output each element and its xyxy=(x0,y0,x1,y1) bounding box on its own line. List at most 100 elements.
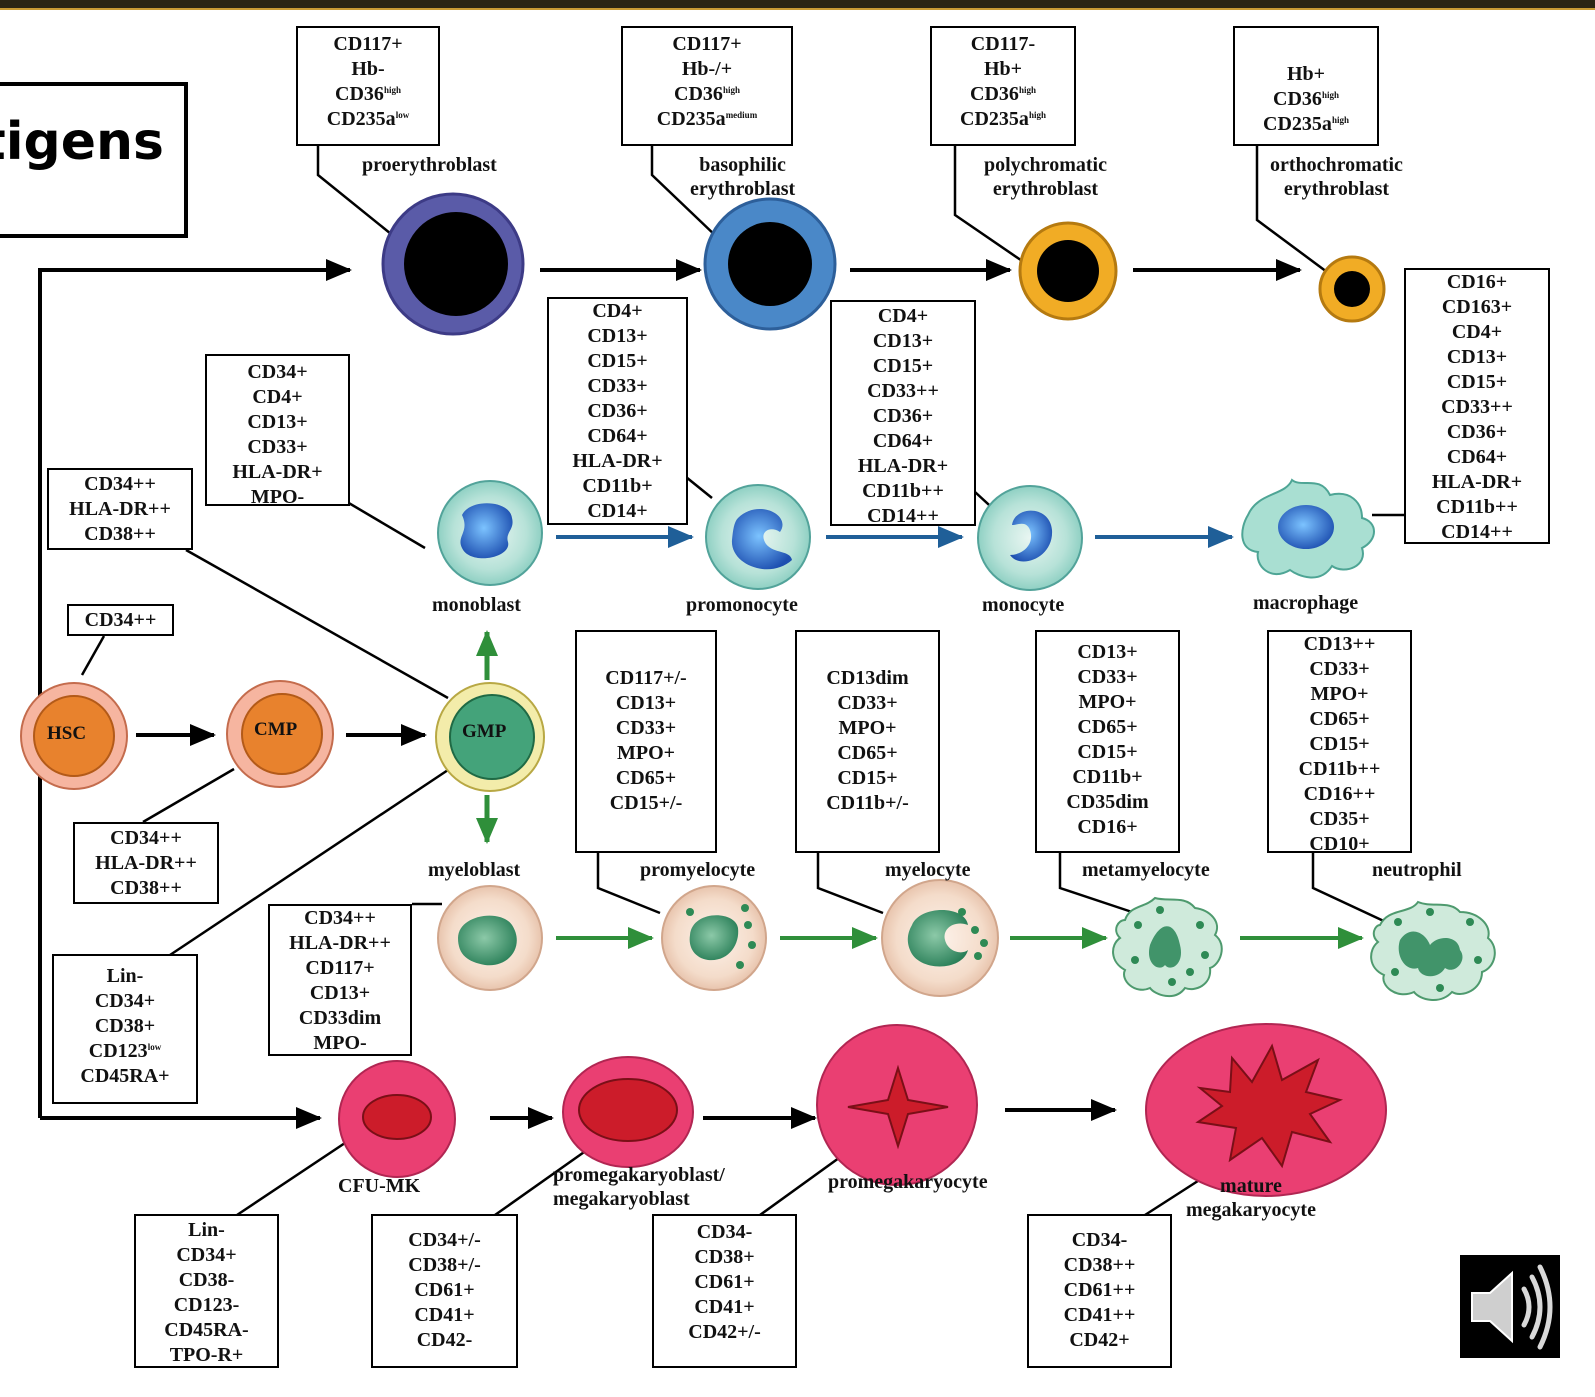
cell-label-line: erythroblast xyxy=(1283,178,1390,200)
marker-line: CD34+ xyxy=(176,1244,237,1266)
markers-macrophage: CD16+CD163+CD4+CD13+CD15+CD33++CD36+CD64… xyxy=(1404,268,1550,544)
marker-line: CD36+ xyxy=(1446,421,1508,443)
marker-line: Hb+ xyxy=(1286,63,1326,85)
marker-line: CD15+ xyxy=(1077,741,1138,763)
marker-line: HLA-DR+ xyxy=(232,461,323,483)
marker-line: CD13+ xyxy=(872,330,934,352)
marker-line: CD16+ xyxy=(1446,271,1508,293)
marker-line: CD42+/- xyxy=(688,1321,761,1343)
marker-line: CD33+ xyxy=(1077,666,1138,688)
monoblast-cell xyxy=(437,480,543,586)
marker-line: CD41+ xyxy=(414,1304,475,1326)
markers-promegakaryoblast: CD34+/-CD38+/-CD61+CD41+CD42- xyxy=(371,1214,518,1368)
marker-line: CD33+ xyxy=(615,717,677,739)
trunk-lines xyxy=(38,259,352,1129)
proerythroblast-cell xyxy=(381,192,525,336)
cell-label-line: proerythroblast xyxy=(362,154,497,176)
marker-line: CD33+ xyxy=(247,436,308,458)
cell-label-line: polychromatic xyxy=(984,154,1107,176)
promonocyte-cell xyxy=(705,484,811,590)
marker-line: CD13+ xyxy=(247,411,308,433)
audio-speaker-icon[interactable] xyxy=(1460,1255,1560,1358)
marker-line: HLA-DR+ xyxy=(857,455,949,477)
marker-line: CD35dim xyxy=(1066,791,1149,813)
label-macrophage: macrophage xyxy=(1253,591,1358,615)
monocyte-cell xyxy=(977,485,1083,591)
myelocyte-cell xyxy=(881,879,999,997)
marker-line: CD15+ xyxy=(1309,733,1370,755)
marker-line: MPO+ xyxy=(838,717,897,739)
cell-label-line: CMP xyxy=(254,719,298,740)
marker-line: MPO+ xyxy=(1078,691,1137,713)
markers-hsc: CD34++ xyxy=(67,604,174,636)
basophilic-erythroblast-cell xyxy=(703,197,837,331)
cell-label-line: GMP xyxy=(462,721,507,742)
marker-line: CD45RA+ xyxy=(80,1065,170,1087)
hsc-cell xyxy=(20,682,128,790)
marker-line: CD33++ xyxy=(867,380,939,402)
marker-line: HLA-DR++ xyxy=(95,852,197,874)
marker-line: Hb-/+ xyxy=(681,58,733,80)
marker-line: CD14++ xyxy=(1441,521,1513,543)
marker-line: CD34++ xyxy=(84,609,157,631)
cell-label-line: orthochromatic xyxy=(1270,154,1403,176)
marker-line: CD33+ xyxy=(587,375,648,397)
cmp-cell xyxy=(226,680,334,788)
marker-line: CD38- xyxy=(178,1269,235,1291)
marker-line: MPO- xyxy=(313,1032,367,1054)
marker-line: HLA-DR++ xyxy=(289,932,391,954)
marker-line: CD42+ xyxy=(1069,1329,1130,1351)
marker-line: CD36+ xyxy=(872,405,934,427)
marker-line: CD61++ xyxy=(1063,1279,1136,1301)
cell-label-line: neutrophil xyxy=(1372,859,1462,881)
marker-line: CD36high xyxy=(970,83,1036,105)
marker-line: CD11b+ xyxy=(582,475,653,497)
label-promonocyte: promonocyte xyxy=(686,593,798,617)
orthochromatic-erythroblast-cell xyxy=(1318,255,1386,323)
marker-line: CD38++ xyxy=(110,877,182,899)
cell-label-line: basophilic xyxy=(699,154,786,176)
marker-line: CD65+ xyxy=(837,742,898,764)
markers-monocyte: CD4+CD13+CD15+CD33++CD36+CD64+HLA-DR+CD1… xyxy=(830,300,976,527)
megakaryocytic-arrows xyxy=(490,1099,1117,1129)
marker-line: Hb+ xyxy=(983,58,1023,80)
marker-line: CD117+ xyxy=(305,957,375,979)
marker-line: HLA-DR+ xyxy=(1431,471,1523,493)
cell-label-line: myeloblast xyxy=(428,859,521,881)
marker-line: CD33dim xyxy=(298,1007,382,1029)
marker-line: CD64+ xyxy=(872,430,934,452)
label-promegakaryocyte: promegakaryocyte xyxy=(828,1170,988,1194)
marker-line: Lin- xyxy=(106,965,144,987)
marker-line: TPO-R+ xyxy=(169,1344,244,1366)
marker-line: CD65+ xyxy=(1077,716,1138,738)
marker-line: CD36high xyxy=(335,83,401,105)
markers-cfu-mk: Lin-CD34+CD38-CD123-CD45RA-TPO-R+ xyxy=(134,1214,279,1368)
markers-promyelocyte: CD117+/-CD13+CD33+MPO+CD65+CD15+/- xyxy=(575,630,717,853)
cell-label-line: myelocyte xyxy=(885,859,971,881)
label-cfu-mk: CFU-MK xyxy=(338,1174,420,1198)
marker-line: CD123- xyxy=(173,1294,240,1316)
marker-line: CD34+/- xyxy=(408,1229,481,1251)
marker-line: CD117- xyxy=(970,33,1036,55)
marker-line: CD41++ xyxy=(1063,1304,1136,1326)
marker-line: CD13+ xyxy=(615,692,677,714)
marker-line: CD13dim xyxy=(826,667,909,689)
label-hsc: HSC xyxy=(47,722,86,746)
cell-label-line: HSC xyxy=(47,723,87,744)
cell-label-line: erythroblast xyxy=(992,178,1099,200)
marker-line: CD235ahigh xyxy=(1263,113,1349,135)
slide-title: tigens xyxy=(0,112,164,172)
promegakaryocyte-cell xyxy=(816,1024,978,1186)
marker-line: CD15+ xyxy=(587,350,648,372)
marker-line: CD36high xyxy=(674,83,740,105)
marker-line: CD45RA- xyxy=(164,1319,249,1341)
marker-line: MPO- xyxy=(250,486,305,508)
marker-line: CD35+ xyxy=(1309,808,1370,830)
cell-label-line: CFU-MK xyxy=(338,1175,421,1197)
speaker-glyph-icon xyxy=(1471,1264,1553,1350)
